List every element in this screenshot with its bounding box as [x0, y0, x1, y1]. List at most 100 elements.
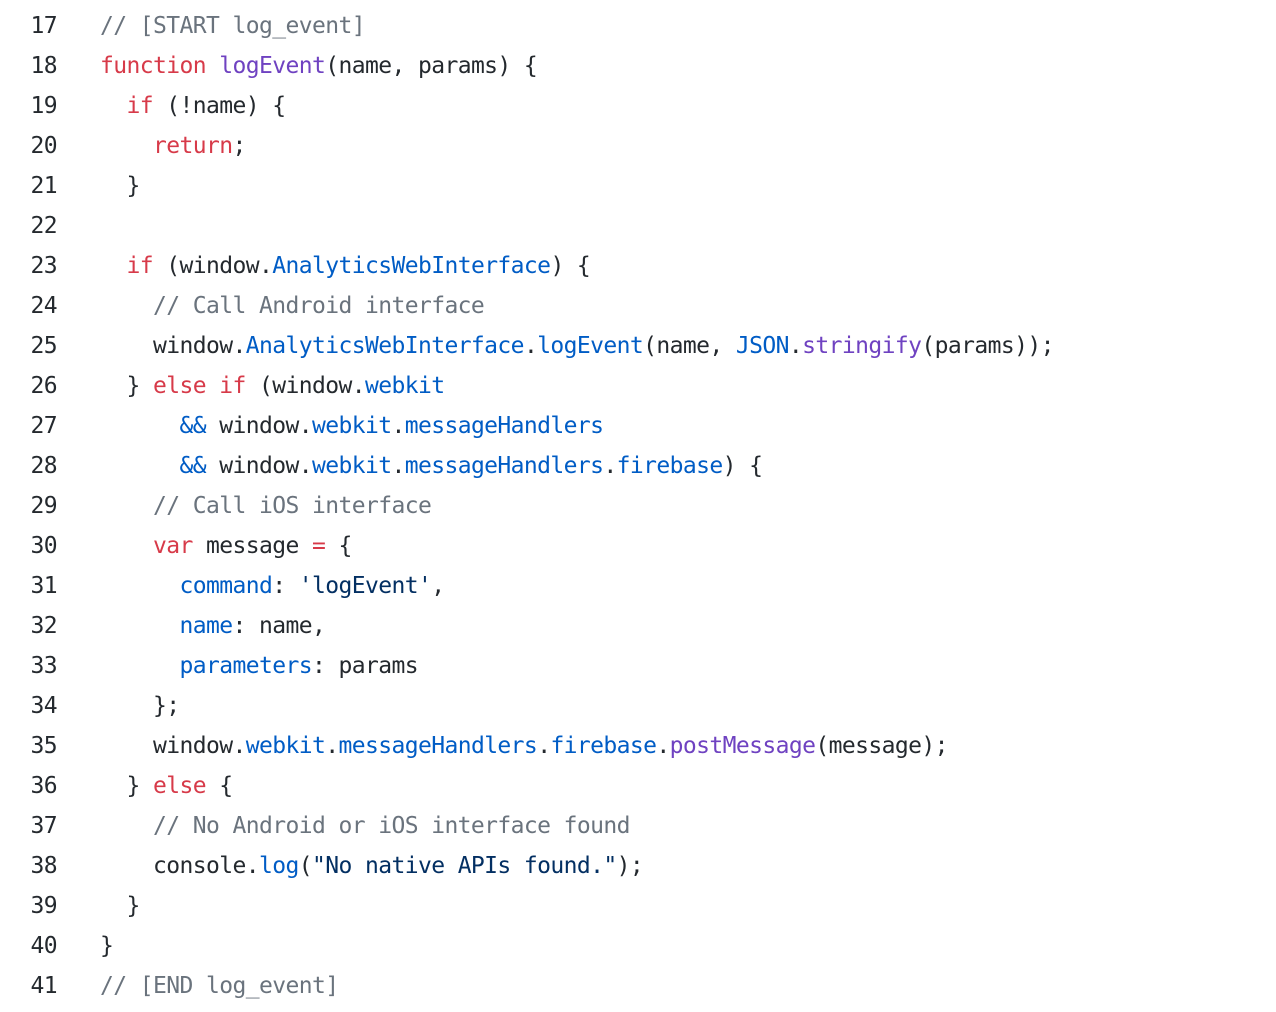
- line-number: 20: [30, 133, 58, 159]
- code-token-fn: postMessage: [669, 733, 816, 759]
- code-token-pln: [100, 533, 153, 559]
- code-token-prop: firebase: [616, 453, 724, 479]
- code-token-pln: );: [616, 853, 644, 879]
- code-token-prop: logEvent: [537, 333, 644, 359]
- code-token-prop: messageHandlers: [404, 453, 604, 479]
- code-token-pln: }: [100, 773, 153, 799]
- code-content: name: name,: [57, 606, 325, 646]
- code-token-str: "No native APIs found.": [311, 853, 617, 879]
- code-content: command: 'logEvent',: [57, 566, 445, 606]
- code-content: return;: [57, 126, 246, 166]
- code-content: if (window.AnalyticsWebInterface) {: [57, 246, 591, 286]
- code-content: // Call iOS interface: [57, 486, 432, 526]
- code-token-pln: window.: [205, 413, 312, 439]
- code-token-prop: command: [179, 573, 273, 599]
- code-content: console.log("No native APIs found.");: [57, 846, 644, 886]
- code-token-pln: (window.: [245, 373, 366, 399]
- code-token-pln: ;: [232, 133, 246, 159]
- code-line: 19 if (!name) {: [0, 86, 1276, 126]
- line-number: 30: [30, 533, 58, 559]
- code-content: // Call Android interface: [57, 286, 485, 326]
- line-number: 35: [30, 733, 58, 759]
- code-token-pln: {: [325, 533, 352, 559]
- line-number: 26: [30, 373, 58, 399]
- code-token-kwd: if: [126, 93, 154, 119]
- code-line: 34 };: [0, 686, 1276, 726]
- code-token-fn: logEvent: [219, 53, 326, 79]
- code-token-pln: : params: [311, 653, 419, 679]
- code-token-pln: .: [325, 733, 339, 759]
- code-token-pln: [100, 93, 127, 119]
- code-content: // No Android or iOS interface found: [57, 806, 631, 846]
- code-line: 41// [END log_event]: [0, 966, 1276, 1006]
- code-token-pln: (!name) {: [153, 93, 286, 119]
- code-content: };: [57, 686, 180, 726]
- code-token-prop: JSON: [735, 333, 790, 359]
- code-token-pln: [206, 53, 219, 79]
- line-number: 23: [30, 253, 58, 279]
- code-token-pln: .: [603, 453, 617, 479]
- line-number: 24: [30, 293, 58, 319]
- line-number: 25: [30, 333, 58, 359]
- line-number: 34: [30, 693, 58, 719]
- code-token-prop: messageHandlers: [404, 413, 604, 439]
- code-token-pln: ) {: [722, 453, 763, 479]
- code-token-prop: webkit: [364, 373, 445, 399]
- code-content: }: [57, 166, 140, 206]
- code-content: var message = {: [57, 526, 352, 566]
- line-number: 31: [30, 573, 58, 599]
- line-number: 29: [30, 493, 58, 519]
- code-token-pln: {: [206, 773, 233, 799]
- code-line: 24 // Call Android interface: [0, 286, 1276, 326]
- code-token-pln: [100, 253, 127, 279]
- code-content: }: [57, 886, 140, 926]
- code-content: parameters: params: [57, 646, 418, 686]
- code-token-kwd: else: [153, 373, 207, 399]
- code-line: 37 // No Android or iOS interface found: [0, 806, 1276, 846]
- code-content: if (!name) {: [57, 86, 287, 126]
- code-token-pln: .: [523, 333, 538, 359]
- code-token-prop: &&: [179, 453, 206, 479]
- code-token-com: // No Android or iOS interface found: [153, 813, 631, 839]
- line-number: 22: [30, 213, 58, 239]
- code-token-pln: [100, 293, 153, 319]
- line-number: 28: [30, 453, 58, 479]
- code-content: window.webkit.messageHandlers.firebase.p…: [57, 726, 949, 766]
- code-token-pln: console.: [100, 853, 260, 879]
- code-line: 23 if (window.AnalyticsWebInterface) {: [0, 246, 1276, 286]
- code-token-pln: :: [272, 573, 299, 599]
- line-number: 21: [30, 173, 58, 199]
- code-token-pln: [100, 133, 153, 159]
- code-content: }: [57, 926, 114, 966]
- code-token-pln: (params));: [921, 333, 1054, 359]
- code-token-com: // Call iOS interface: [153, 493, 432, 519]
- line-number: 41: [30, 973, 58, 999]
- code-token-fn: stringify: [802, 333, 922, 359]
- code-line: 31 command: 'logEvent',: [0, 566, 1276, 606]
- code-line: 26 } else if (window.webkit: [0, 366, 1276, 406]
- code-token-pln: : name,: [232, 613, 326, 639]
- code-line: 33 parameters: params: [0, 646, 1276, 686]
- line-number: 36: [30, 773, 58, 799]
- code-token-pln: (message);: [815, 733, 948, 759]
- code-line: 21 }: [0, 166, 1276, 206]
- code-token-prop: log: [258, 853, 299, 879]
- code-token-pln: [206, 373, 219, 399]
- code-line: 36 } else {: [0, 766, 1276, 806]
- code-token-pln: (name,: [643, 333, 736, 359]
- line-number: 37: [30, 813, 58, 839]
- line-number: 39: [30, 893, 58, 919]
- code-token-pln: window.: [100, 333, 246, 359]
- line-number: 18: [30, 53, 58, 79]
- code-content: } else if (window.webkit: [57, 366, 445, 406]
- code-token-pln: }: [100, 933, 114, 959]
- code-token-pln: ,: [431, 573, 445, 599]
- code-token-pln: (window.: [153, 253, 273, 279]
- code-line: 20 return;: [0, 126, 1276, 166]
- code-content: [57, 206, 100, 246]
- code-token-prop: AnalyticsWebInterface: [245, 333, 525, 359]
- code-token-pln: [100, 653, 179, 679]
- code-token-pln: .: [788, 333, 803, 359]
